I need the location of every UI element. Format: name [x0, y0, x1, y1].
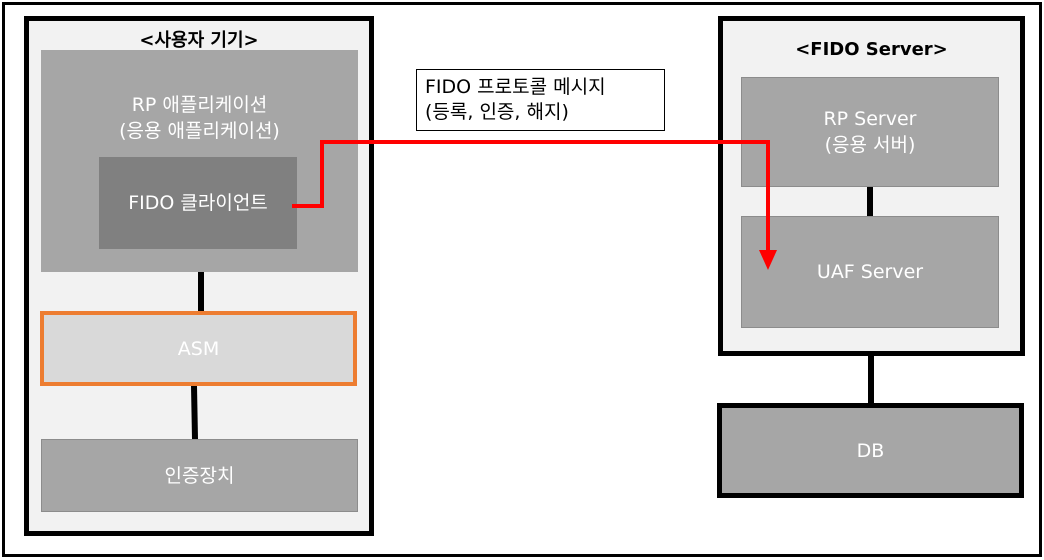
uaf-server-label: UAF Server [816, 261, 924, 283]
fido-client-label: FIDO 클라이언트 [128, 192, 268, 214]
rp-server-sublabel: (응용 서버) [824, 134, 916, 156]
uaf-server-box: UAF Server [741, 216, 999, 328]
protocol-message-types: (등록, 인증, 해지) [425, 101, 569, 123]
db-box: DB [717, 403, 1024, 498]
fido-client-box: FIDO 클라이언트 [99, 157, 297, 249]
asm-box: ASM [40, 311, 357, 386]
rp-application-label: RP 애플리케이션 [131, 94, 268, 116]
rp-application-sublabel: (응용 애플리케이션) [119, 120, 280, 142]
rp-server-box: RP Server (응용 서버) [741, 77, 999, 187]
asm-label: ASM [177, 337, 220, 360]
protocol-message-label: FIDO 프로토콜 메시지 [425, 76, 606, 98]
authenticator-label: 인증장치 [164, 464, 235, 487]
fido-server-title: <FIDO Server> [795, 39, 948, 60]
fido-message-arrowhead [759, 250, 777, 270]
user-device-title: <사용자 기기> [139, 30, 259, 51]
fido-message-arrow-line [292, 140, 770, 255]
db-label: DB [856, 439, 885, 462]
connector-asm-to-authenticator [191, 385, 198, 440]
rp-server-label: RP Server [823, 108, 917, 130]
protocol-message-box: FIDO 프로토콜 메시지 (등록, 인증, 해지) [416, 69, 665, 131]
authenticator-box: 인증장치 [41, 439, 358, 512]
